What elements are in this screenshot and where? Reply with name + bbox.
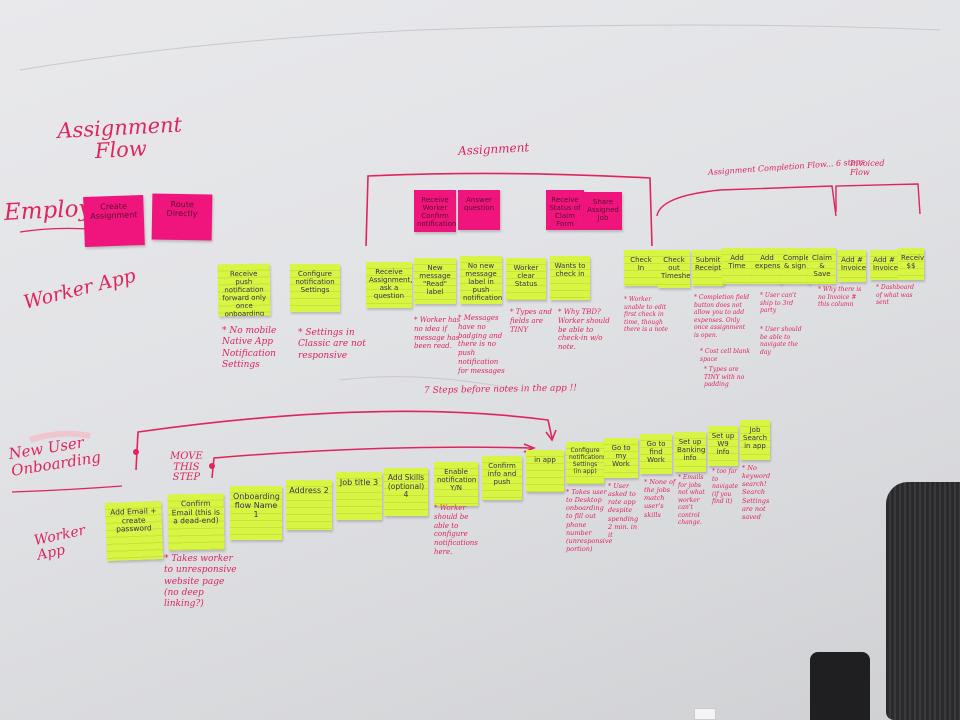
sticky-note: Receive $$: [898, 248, 924, 280]
annotation: * Worker should be able to configure not…: [434, 504, 478, 556]
sticky-note: Claim & Save: [808, 248, 836, 284]
sticky-note: No new message label in push notificatio…: [460, 256, 502, 304]
sticky-note: Receive Assignment, ask a question: [366, 262, 412, 308]
completion-bracket-line: [656, 185, 837, 217]
step-arrow-long: [135, 410, 553, 471]
annotation: * Dashboard of what was sent: [876, 284, 914, 306]
annotation: * too far to navigate (if you find it): [712, 468, 739, 505]
arrow-dot: [209, 463, 215, 469]
sticky-note: Add Skills (optional) 4: [384, 468, 428, 516]
annotation: * Settings in Classic are not responsive: [298, 328, 366, 361]
onboarding-underline: [11, 485, 123, 493]
wall-outlet: [694, 708, 716, 720]
annotation: * Takes worker to unresponsive website p…: [164, 554, 237, 609]
sticky-note: in app: [526, 450, 564, 492]
sticky-note: Submit Receipt: [692, 250, 724, 286]
sticky-note: Onboarding flow Name 1: [230, 486, 282, 540]
sticky-note: Enable notification Y/N: [434, 462, 478, 506]
sticky-note: Confirm Email (this is a dead-end): [167, 493, 225, 551]
annotation: * Worker has no idea if message has been…: [414, 316, 461, 351]
annotation: * None of the jobs match user's skills: [644, 478, 676, 519]
sticky-note: Configure notification Settings: [290, 264, 340, 312]
sticky-note: Confirm info and push: [482, 456, 522, 500]
sticky-note: Job title 3: [336, 472, 382, 520]
annotation: * Completion field button does not allow…: [694, 294, 750, 339]
office-chair-back: [886, 482, 960, 720]
assignment-bracket-line: [365, 172, 653, 247]
sticky-note: Configure notifications Settings (in app…: [566, 442, 604, 484]
sticky-note: Answer question: [458, 190, 500, 230]
sticky-note: Receive Worker Confirm notification: [414, 190, 456, 232]
annotation: * Why there is no Invoice # this column: [818, 286, 862, 308]
sticky-note: Set up W9 info: [708, 426, 738, 466]
annotation: * User can't ship to 3rd party: [760, 292, 797, 314]
sticky-note: Route Directly: [151, 193, 213, 241]
arrow-dot: [133, 449, 139, 455]
annotation: * No keyword search! Search Settings are…: [742, 464, 771, 521]
sticky-note: Address 2: [286, 480, 332, 530]
annotation: * Messages have no badging and there is …: [458, 314, 505, 375]
sticky-note: Check out Timesheet: [658, 250, 690, 288]
sticky-note: Complete & sign: [780, 248, 810, 284]
sticky-note: Wants to check in: [550, 256, 590, 300]
ghost-stroke: [19, 24, 941, 71]
step-arrow-long-head: [545, 429, 557, 442]
sticky-note: Add Time: [722, 248, 752, 284]
annotation: * Why TBD? Worker should be able to chec…: [558, 308, 610, 351]
ghost-stroke: [29, 430, 91, 443]
sticky-note: Go to my Work: [604, 438, 638, 478]
office-chair-arm: [810, 652, 870, 720]
sticky-note: Receive Status of Claim Form: [546, 190, 584, 230]
sticky-note: New message "Read" label: [414, 258, 456, 304]
move-this-step-label: MOVE THIS STEP: [170, 451, 203, 483]
annotation: * Takes user to Desktop onboarding to fi…: [566, 488, 613, 553]
sticky-note: Share Assigned Job: [584, 192, 622, 230]
sticky-note: Add Email + create password: [105, 501, 163, 561]
sticky-note: Create Assignment: [83, 194, 145, 248]
sticky-note: Set up Banking info: [674, 432, 706, 472]
sticky-note: Go to find Work: [640, 434, 672, 474]
sticky-note: Check In: [624, 250, 658, 286]
annotation: * Types are TINY with no padding: [704, 366, 745, 388]
annotation: * User should be able to navigate the da…: [760, 326, 802, 356]
step-arrow-short: [211, 446, 533, 479]
annotation: * Worker unable to edit first check in t…: [624, 296, 668, 333]
sticky-note: Worker clear Status: [506, 258, 546, 300]
assignment-flow-heading: Assignment Flow: [56, 112, 183, 164]
sticky-note: Add # Invoice: [838, 250, 866, 282]
sticky-note: Add # Invoice: [870, 250, 898, 280]
invoiced-bracket-line: [835, 183, 921, 215]
sticky-note: Add expense: [752, 248, 782, 284]
ghost-stroke: [339, 376, 521, 391]
annotation: * Emails for jobs not what worker can't …: [678, 474, 705, 526]
annotation: * Cost cell blank space: [700, 348, 751, 363]
invoiced-flow-label: Invoiced Flow: [850, 159, 885, 177]
annotation: * User asked to rate app despite spendin…: [608, 482, 639, 539]
sticky-note: Job Search in app: [740, 420, 770, 460]
annotation: * Types and fields are TINY: [510, 308, 552, 334]
annotation: * No mobile Native App Notification Sett…: [222, 326, 277, 370]
sticky-note: Receive push notification forward only o…: [217, 263, 271, 317]
